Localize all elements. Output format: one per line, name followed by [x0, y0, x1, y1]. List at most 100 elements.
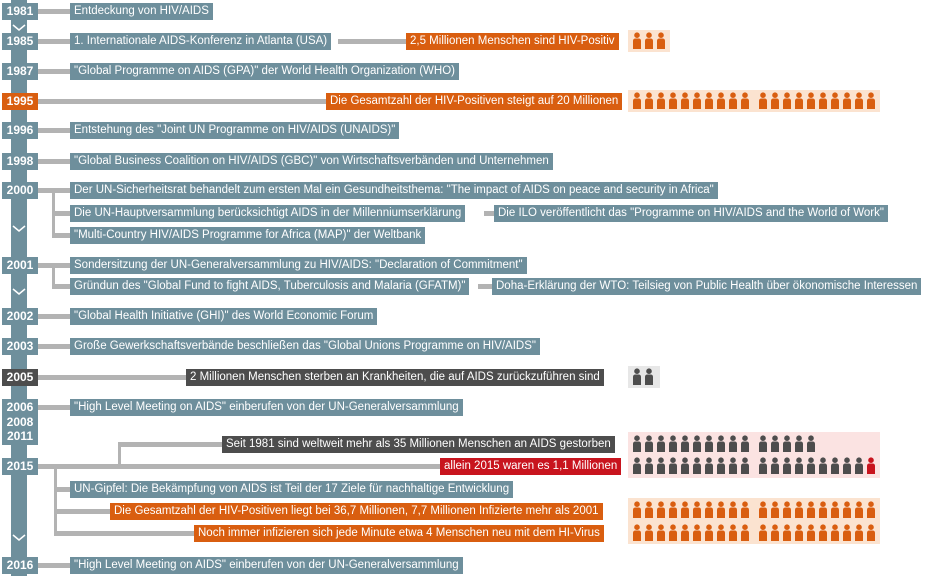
person-icon	[633, 32, 641, 49]
person-icon	[807, 457, 815, 474]
person-icon	[693, 457, 701, 474]
person-icon	[705, 457, 713, 474]
people-icons	[633, 435, 815, 452]
person-icon	[645, 92, 653, 109]
connector-line	[54, 509, 110, 514]
connector-line	[38, 464, 54, 469]
year-label: 2008	[2, 414, 38, 431]
person-icon	[657, 32, 665, 49]
connector-line	[52, 284, 70, 289]
person-icon	[717, 501, 725, 518]
person-icon	[819, 501, 827, 518]
connector-line	[338, 39, 406, 44]
connector-line	[38, 563, 70, 568]
person-icon	[783, 457, 791, 474]
people-icons	[633, 368, 653, 385]
connector-line	[38, 405, 70, 410]
connector-line	[38, 314, 70, 319]
person-icon	[831, 457, 839, 474]
person-icon	[831, 524, 839, 541]
person-icon	[705, 501, 713, 518]
connector-line	[38, 375, 186, 380]
event-label: Entstehung des "Joint UN Programme on HI…	[70, 122, 400, 139]
connector-line	[52, 211, 70, 216]
connector-line	[478, 284, 492, 289]
person-icon	[759, 524, 767, 541]
year-label: 1985	[2, 33, 38, 50]
stat-label: allein 2015 waren es 1,1 Millionen	[440, 458, 622, 475]
person-icon	[795, 501, 803, 518]
stat-label: Die Gesamtzahl der HIV-Positiven steigt …	[326, 93, 623, 110]
connector-line	[38, 9, 70, 14]
person-icon	[759, 501, 767, 518]
person-icon	[771, 524, 779, 541]
person-icon	[657, 501, 665, 518]
year-label: 1998	[2, 153, 38, 170]
person-icon	[633, 92, 641, 109]
person-icon	[783, 524, 791, 541]
person-icon	[783, 435, 791, 452]
people-row	[632, 32, 668, 55]
people-icons	[633, 457, 875, 474]
people-row	[632, 92, 878, 115]
person-icon	[771, 457, 779, 474]
person-icon	[693, 435, 701, 452]
person-icon	[669, 92, 677, 109]
stat-label: Noch immer infizieren sich jede Minute e…	[194, 525, 604, 542]
year-label: 2001	[2, 257, 38, 274]
people-row	[632, 524, 878, 547]
person-icon	[741, 457, 749, 474]
person-icon	[633, 457, 641, 474]
person-icon	[645, 435, 653, 452]
connector-line	[52, 233, 70, 238]
person-icon	[807, 501, 815, 518]
person-icon	[669, 501, 677, 518]
connector-line	[38, 159, 70, 164]
connector-line	[118, 442, 222, 447]
person-icon	[783, 92, 791, 109]
person-icon	[717, 92, 725, 109]
people-icons	[633, 92, 875, 109]
person-icon	[855, 457, 863, 474]
connector-line	[54, 487, 70, 492]
event-label: "High Level Meeting on AIDS" einberufen …	[70, 399, 463, 416]
event-label: "Multi-Country HIV/AIDS Programme for Af…	[70, 227, 426, 244]
connector-line	[38, 69, 70, 74]
person-icon	[645, 32, 653, 49]
event-label: Doha-Erklärung der WTO: Teilsieg von Pub…	[492, 278, 922, 295]
person-icon	[771, 92, 779, 109]
person-icon	[669, 524, 677, 541]
event-label: UN-Gipfel: Die Bekämpfung von AIDS ist T…	[70, 481, 514, 498]
person-icon	[819, 92, 827, 109]
connector-line	[54, 531, 194, 536]
person-icon	[681, 435, 689, 452]
people-row	[632, 501, 878, 524]
person-icon	[759, 435, 767, 452]
person-icon	[771, 435, 779, 452]
year-label: 2006	[2, 399, 38, 416]
connector-line	[38, 39, 70, 44]
year-label: 1981	[2, 3, 38, 20]
person-icon	[867, 524, 875, 541]
person-icon	[741, 501, 749, 518]
event-label: "Global Programme on AIDS (GPA)" der Wor…	[70, 63, 459, 80]
person-icon	[741, 435, 749, 452]
people-row	[632, 368, 656, 391]
person-icon	[717, 524, 725, 541]
person-icon	[681, 501, 689, 518]
event-label: Sondersitzung der UN-Generalversammlung …	[70, 257, 527, 274]
event-label: Große Gewerkschaftsverbände beschließen …	[70, 338, 540, 355]
person-icon	[681, 457, 689, 474]
person-icon	[819, 524, 827, 541]
stat-label: 2,5 Millionen Menschen sind HIV-Positiv	[406, 33, 619, 50]
person-icon	[729, 435, 737, 452]
connector-line	[38, 344, 70, 349]
chevron-down-icon	[12, 24, 26, 31]
event-label: Die ILO veröffentlicht das "Programme on…	[494, 205, 888, 222]
person-icon	[831, 92, 839, 109]
person-icon	[729, 92, 737, 109]
stat-label: Die Gesamtzahl der HIV-Positiven liegt b…	[110, 503, 603, 520]
connector-line	[484, 211, 496, 216]
person-icon	[831, 501, 839, 518]
person-icon	[645, 368, 653, 385]
